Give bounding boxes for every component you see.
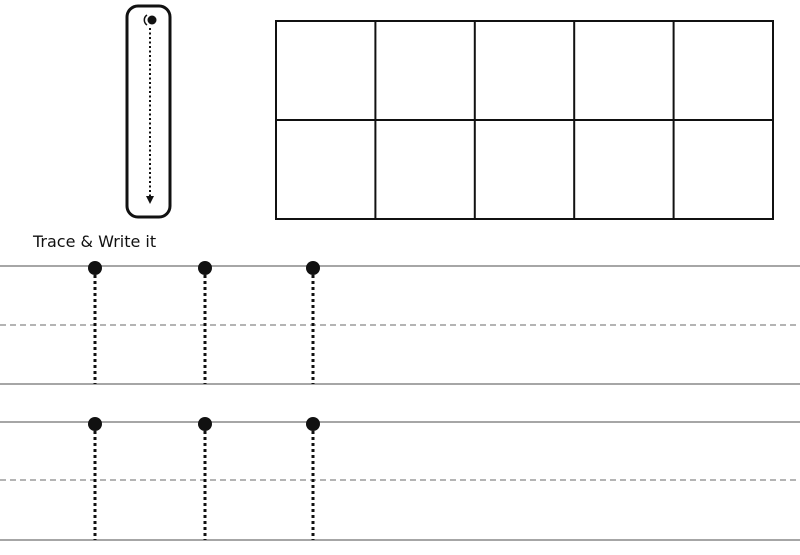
letter-model [125, 4, 172, 219]
tracing-letter [306, 417, 320, 540]
ten-frame [275, 20, 774, 220]
practice-row [0, 261, 800, 385]
arrow-down-icon [146, 196, 154, 204]
start-dot-hook [143, 14, 148, 26]
start-dot-icon [88, 417, 102, 431]
tracing-letter [88, 417, 102, 540]
tracing-letter [306, 261, 320, 384]
tracing-letter [198, 261, 212, 384]
tracing-letter [88, 261, 102, 384]
start-dot-icon [306, 417, 320, 431]
start-dot-icon [306, 261, 320, 275]
start-dot-icon [198, 261, 212, 275]
practice-row [0, 417, 800, 541]
start-dot-icon [198, 417, 212, 431]
start-dot-icon [88, 261, 102, 275]
trace-and-write-label: Trace & Write it [33, 232, 157, 251]
tracing-letter [198, 417, 212, 540]
letter-model-outline [125, 4, 172, 219]
start-dot-icon [147, 15, 157, 25]
